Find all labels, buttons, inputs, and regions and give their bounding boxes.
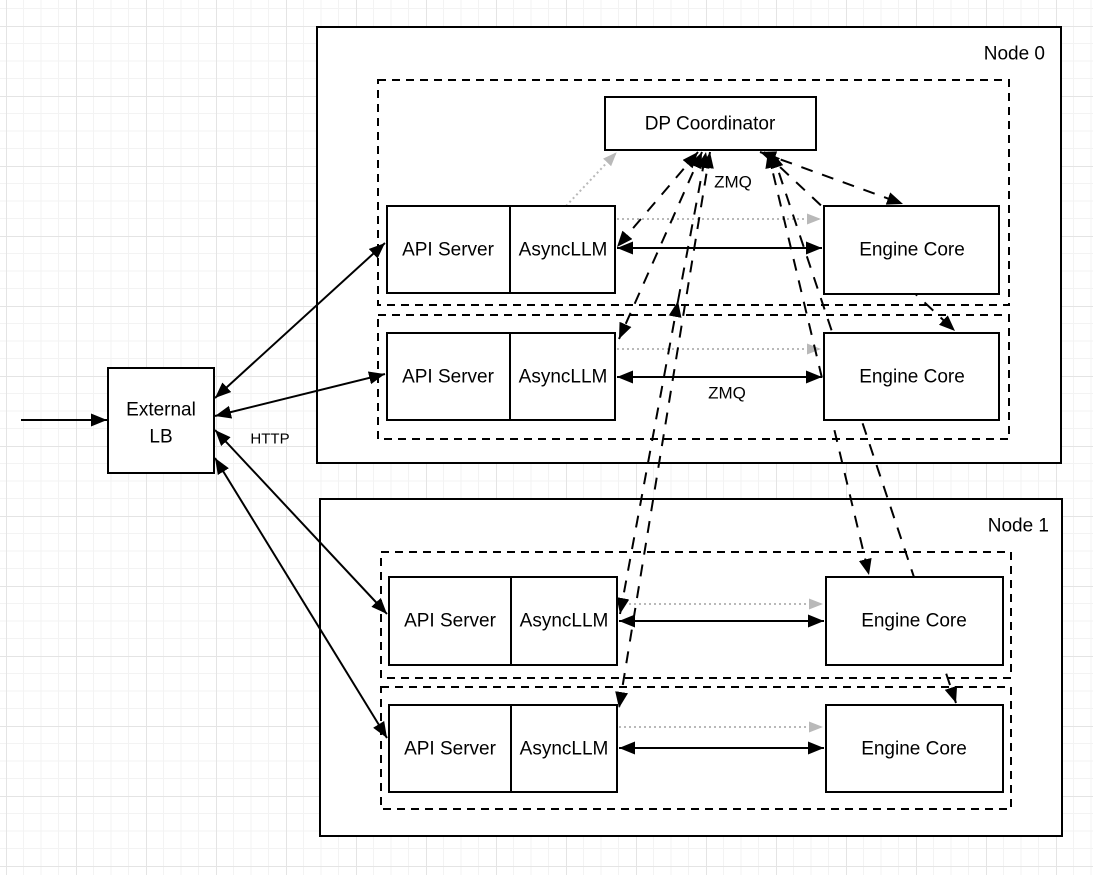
lb-api4-arrow [214,457,388,739]
dp-coordinator-label: DP Coordinator [645,114,776,135]
api-async-box [388,576,618,666]
coordinator-async4-zmq-arrow [615,151,714,709]
api-async-box [388,704,618,793]
node1-replica1-engine: Engine Core [825,704,1004,793]
node0-replica0-engine: Engine Core [823,205,1000,295]
zmq-label-bottom: ZMQ [708,384,746,403]
node0-replica1-engine: Engine Core [823,332,1000,421]
engine-core-label: Engine Core [859,240,965,261]
node1-replica1-frontend: API Server AsyncLLM [388,704,618,793]
external-lb: External LB [107,367,215,474]
zmq-label-top: ZMQ [714,173,752,192]
engine-core-box [825,704,1004,793]
node0-replica1-frontend: API Server AsyncLLM [386,332,616,421]
node0-replica0-frontend: API Server AsyncLLM [386,205,616,294]
asyncllm-label: AsyncLLM [520,739,609,760]
api-server-label: API Server [404,739,497,760]
asyncllm-label: AsyncLLM [520,611,609,632]
engine-core-label: Engine Core [861,611,967,632]
asyncllm-label: AsyncLLM [519,240,608,261]
engine-core-box [823,205,1000,295]
api-server-label: API Server [402,367,495,388]
api-server-label: API Server [404,611,497,632]
engine-core-label: Engine Core [859,367,965,388]
engine-core-box [825,576,1004,666]
lb-api2-arrow [214,371,386,419]
external-lb-label-line2: LB [149,427,172,448]
api-server-label: API Server [402,240,495,261]
engine-core-box [823,332,1000,421]
asyncllm-label: AsyncLLM [519,367,608,388]
dp-coordinator: DP Coordinator [604,96,817,151]
http-label: HTTP [250,431,289,448]
dp-coordinator-box [604,96,817,151]
external-lb-label-line1: External [126,400,196,421]
node1-replica0-frontend: API Server AsyncLLM [388,576,618,666]
api-async-box [386,205,616,294]
async1-coordinator-dotted-arrow [565,152,617,207]
node1-replica0-engine: Engine Core [825,576,1004,666]
node0-label: Node 0 [984,44,1045,65]
external-lb-box [107,367,215,474]
node1-label: Node 1 [988,516,1049,537]
engine-core-label: Engine Core [861,739,967,760]
api-async-box [386,332,616,421]
